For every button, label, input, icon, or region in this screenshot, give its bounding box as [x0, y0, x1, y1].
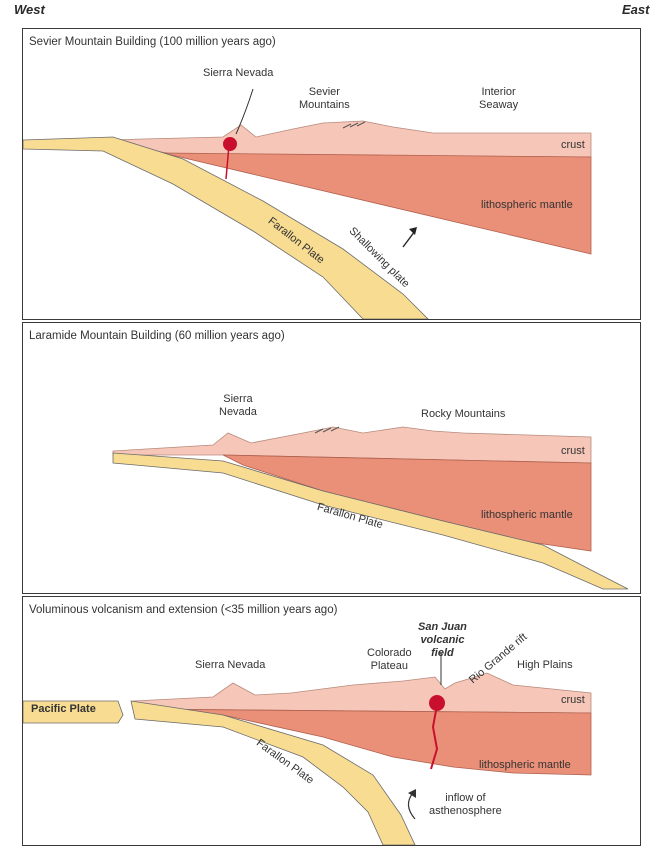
- lithospheric-mantle-label: lithospheric mantle: [481, 199, 573, 211]
- panel-title: Voluminous volcanism and extension (<35 …: [29, 604, 338, 616]
- sierra-nevada-label: Sierra Nevada: [219, 393, 257, 418]
- crust-label: crust: [561, 694, 585, 706]
- farallon-plate: [112, 452, 629, 590]
- rocky-mountains-label: Rocky Mountains: [421, 408, 506, 420]
- inflow-arrowhead: [408, 789, 416, 798]
- magma-chamber: [429, 695, 445, 711]
- shallowing-arrow: [402, 230, 416, 248]
- lithospheric-mantle-layer: [222, 454, 592, 552]
- panel-sevier-diagram: [23, 88, 592, 319]
- magma-conduit: [430, 704, 439, 770]
- shallowing-arrowhead: [409, 227, 417, 235]
- east-label: East: [622, 2, 650, 17]
- panel-laramide-diagram: [112, 426, 629, 590]
- san-juan-volcanic-field-label: San Juan volcanic field: [418, 621, 467, 659]
- lithospheric-mantle-layer: [162, 152, 592, 255]
- inflow-arrow: [407, 792, 416, 820]
- lithospheric-mantle-label: lithospheric mantle: [481, 509, 573, 521]
- lithospheric-mantle-label: lithospheric mantle: [479, 759, 571, 771]
- farallon-plate: [130, 700, 416, 845]
- pacific-plate-label: Pacific Plate: [31, 703, 96, 715]
- crust-layer: [132, 672, 592, 714]
- sierra-nevada-label: Sierra Nevada: [203, 67, 274, 79]
- rocky-thrust-marks: [314, 426, 340, 434]
- crust-label: crust: [561, 445, 585, 457]
- panel-title: Laramide Mountain Building (60 million y…: [29, 330, 285, 342]
- colorado-plateau-label: Colorado Plateau: [367, 647, 412, 672]
- pacific-plate: [23, 700, 124, 724]
- inflow-of-asthenosphere-label: inflow of asthenosphere: [429, 792, 502, 817]
- lithospheric-mantle-layer: [132, 708, 592, 776]
- panel-volcanism-diagram: [23, 652, 592, 845]
- sierra-nevada-label: Sierra Nevada: [195, 659, 266, 671]
- interior-seaway-label: Interior Seaway: [479, 86, 519, 111]
- panel-volcanism: Voluminous volcanism and extension (<35 …: [22, 596, 641, 846]
- west-label: West: [14, 2, 45, 17]
- high-plains-label: High Plains: [517, 659, 573, 671]
- sevier-thrust-marks: [342, 121, 366, 129]
- panel-laramide: Laramide Mountain Building (60 million y…: [22, 322, 641, 594]
- sevier-mountains-label: Sevier Mountains: [299, 86, 350, 111]
- magma-chamber: [223, 137, 237, 151]
- crust-label: crust: [561, 139, 585, 151]
- panel-title: Sevier Mountain Building (100 million ye…: [29, 36, 276, 48]
- panel-sevier: Sevier Mountain Building (100 million ye…: [22, 28, 641, 320]
- farallon-plate: [23, 136, 429, 319]
- sierra-pointer: [235, 88, 254, 135]
